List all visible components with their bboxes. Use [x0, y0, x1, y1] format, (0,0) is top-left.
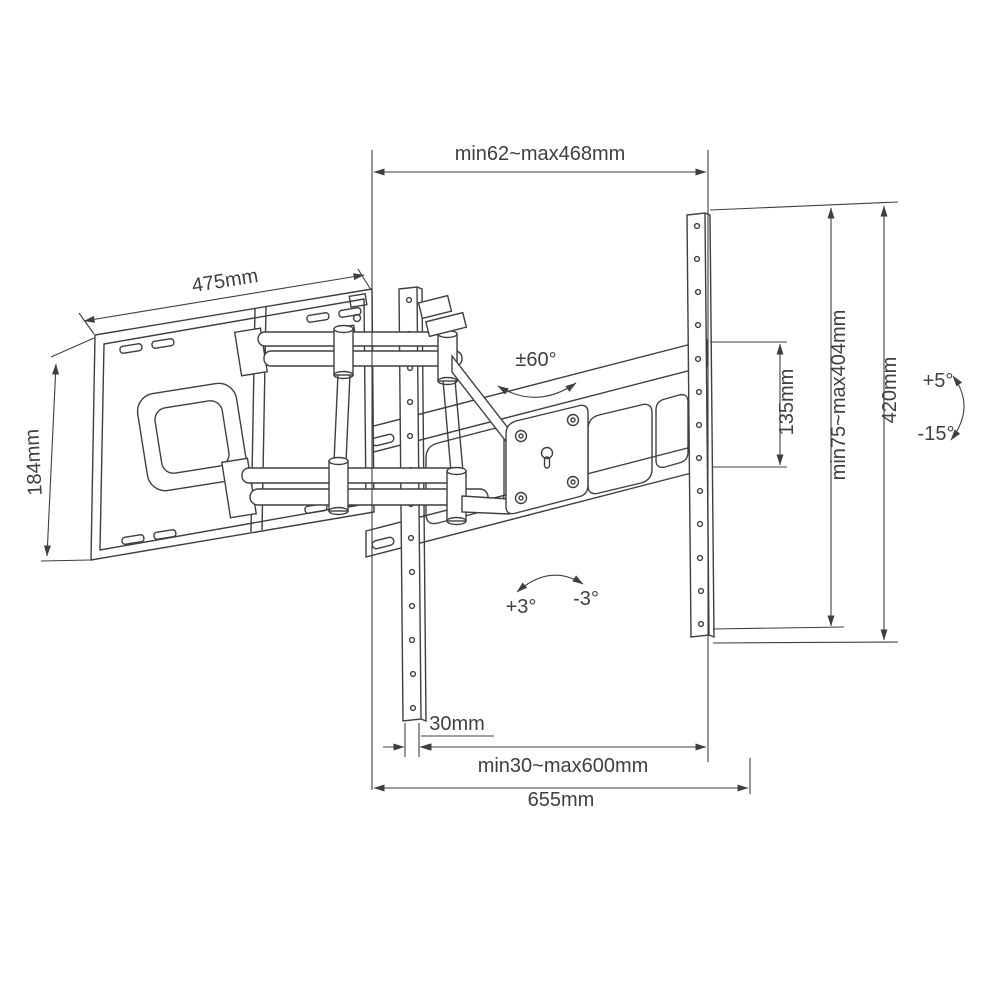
extension-line — [712, 641, 899, 644]
dim-width-range-label: min30~max600mm — [478, 755, 649, 777]
dim-plate-height-line — [43, 363, 60, 557]
tilt-up-label: +5° — [923, 370, 954, 392]
wall-plate-center-cutout — [136, 382, 248, 492]
dimension-labels: min62~max468mm 475mm 184mm ±60° 135mm mi… — [21, 143, 954, 811]
mount-structure — [90, 212, 715, 723]
tilt-down-label: -15° — [918, 423, 955, 445]
extension-line — [78, 312, 95, 335]
dim-rail-height-label: 420mm — [879, 357, 901, 424]
swivel-angle-label: ±60° — [515, 349, 556, 371]
wall-plate — [90, 288, 375, 561]
dim-plate-height-label: 184mm — [21, 428, 46, 496]
extension-line — [709, 201, 899, 211]
dim-plate-width-line — [83, 273, 365, 323]
keyhole-icon — [540, 446, 554, 469]
roll-minus-label: -3° — [573, 588, 599, 610]
right-rail-holes — [693, 222, 705, 628]
rail-bracket — [425, 311, 468, 338]
dim-plate-width-label: 475mm — [190, 265, 259, 297]
dim-rail-spacing-label: 135mm — [776, 369, 798, 436]
dim-top-width-label: min62~max468mm — [455, 143, 626, 165]
dimension-lines — [40, 150, 965, 794]
extension-line — [357, 268, 372, 291]
roll-angle-arc — [516, 574, 584, 593]
tilt-angle-arc — [950, 375, 965, 441]
dim-rail-thickness-label: 30mm — [429, 713, 485, 735]
upper-arm-bar — [257, 331, 457, 347]
lower-arm-bar — [241, 467, 467, 484]
articulating-arms — [220, 294, 510, 526]
dim-total-width-label: 655mm — [528, 789, 595, 811]
extension-line — [712, 626, 845, 630]
swivel-angle-arc — [497, 382, 577, 398]
vesa-screw-holes — [514, 413, 580, 505]
extension-line — [40, 559, 91, 562]
upper-arm-bar — [263, 350, 463, 367]
roll-plus-label: +3° — [506, 596, 537, 618]
lower-link — [461, 495, 510, 515]
extension-line — [50, 337, 95, 358]
vesa-plate — [505, 404, 589, 515]
rail-bracket — [417, 294, 453, 320]
right-rail — [686, 212, 715, 639]
dim-vesa-range-label: min75~max404mm — [828, 310, 850, 481]
